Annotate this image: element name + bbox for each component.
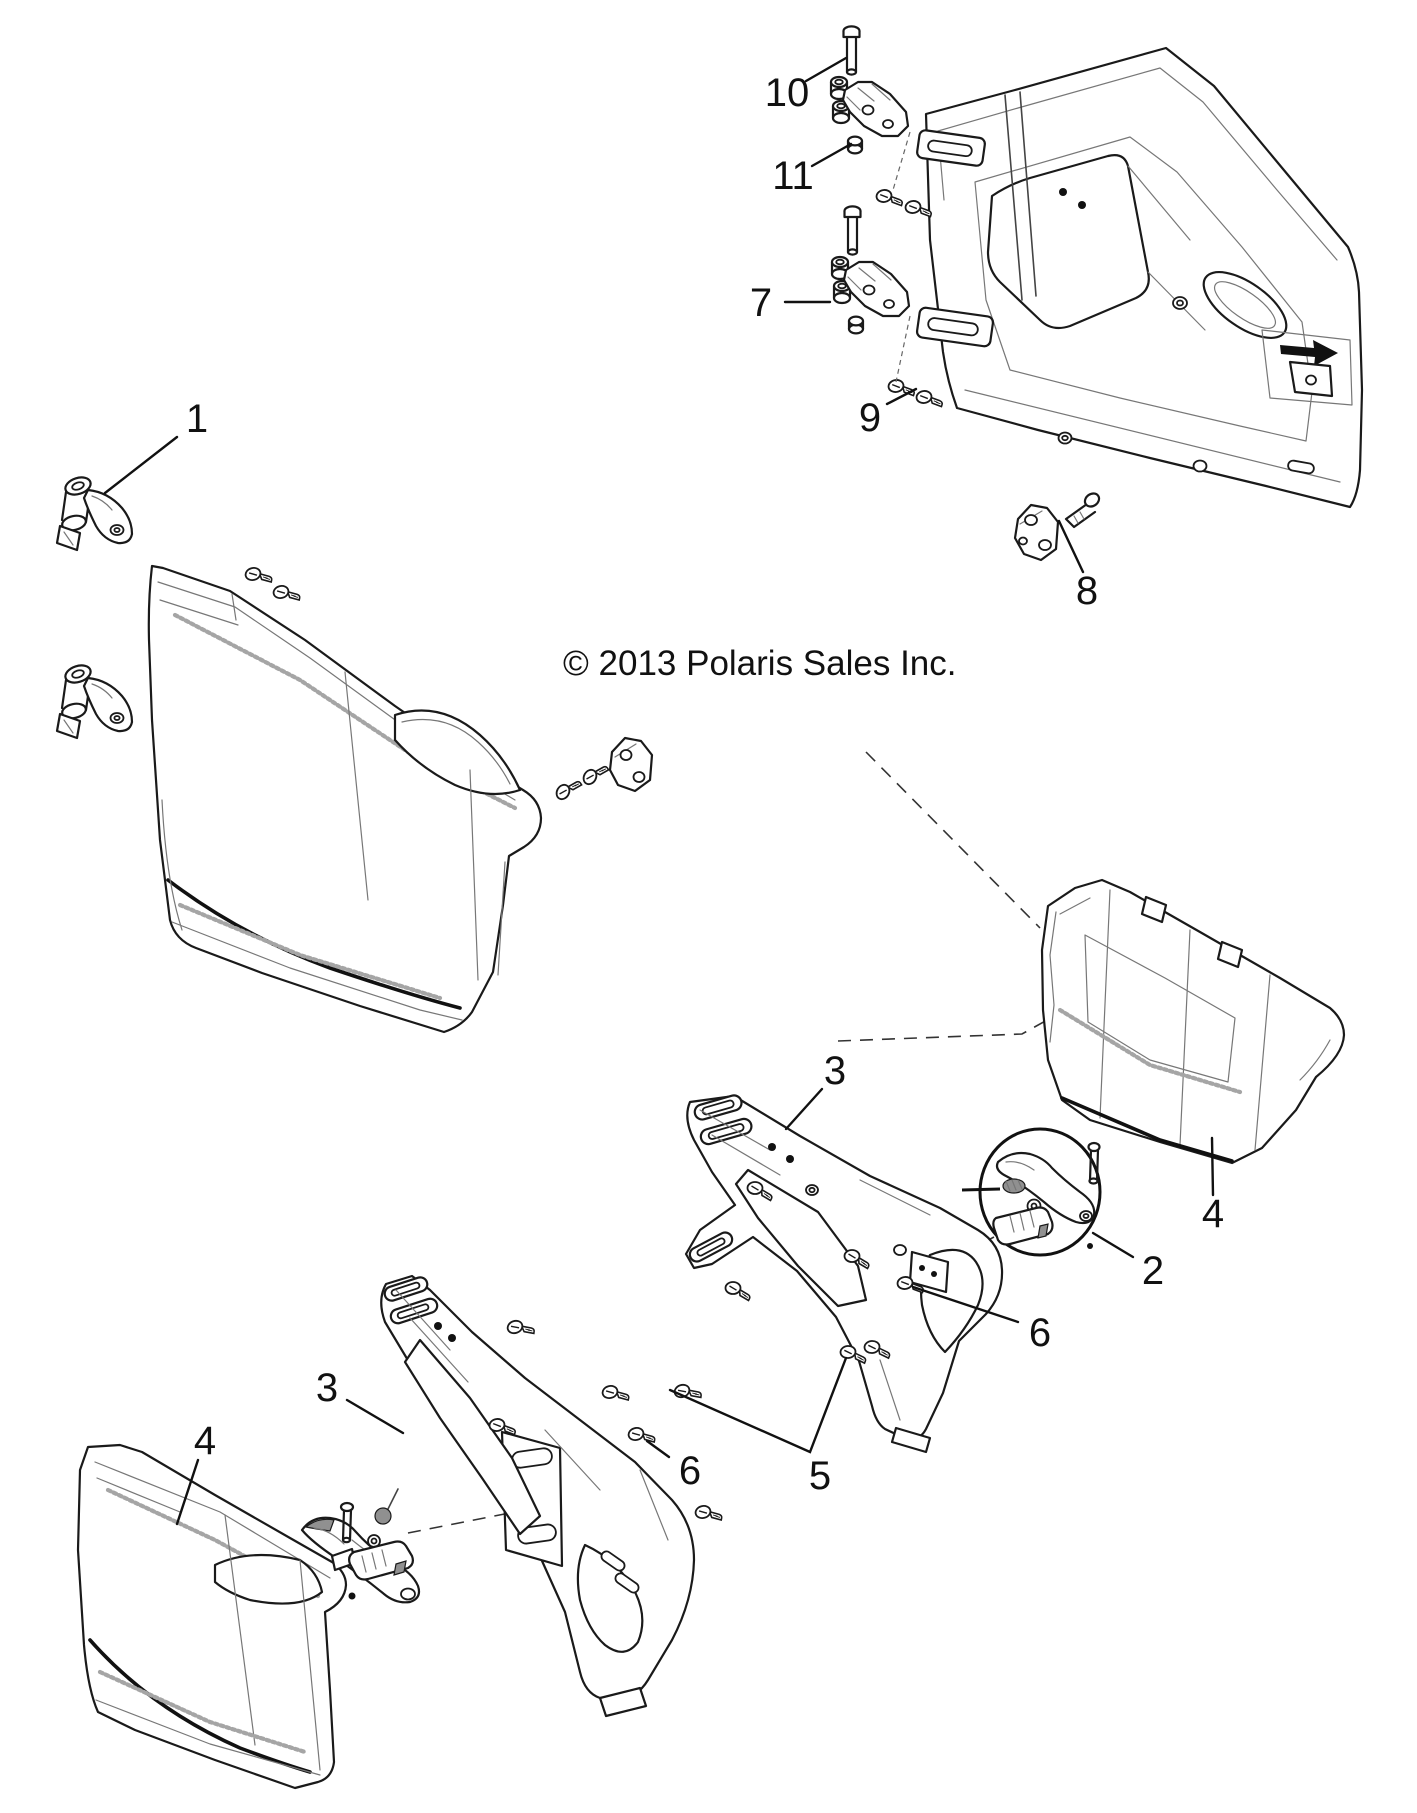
callout-4-right: 4	[1202, 1136, 1224, 1236]
svg-text:4: 4	[1202, 1192, 1224, 1236]
copyright-text: © 2013 Polaris Sales Inc.	[563, 644, 957, 683]
screw	[903, 197, 933, 222]
rear-door-inner-panel	[915, 46, 1364, 509]
callout-2: 2	[1091, 1231, 1164, 1293]
rear-door-mount-screws	[874, 131, 944, 412]
svg-text:11: 11	[772, 154, 814, 198]
callout-4-lower: 4	[175, 1419, 216, 1526]
screw	[553, 773, 584, 806]
screw	[271, 580, 302, 607]
front-striker-plate	[553, 736, 654, 806]
latch-assembly-lower	[300, 1488, 421, 1604]
door-frame-lower	[380, 1274, 696, 1718]
rear-door-outer-panel	[1040, 878, 1346, 1165]
hinge-assembly-upper	[829, 25, 910, 155]
screw	[243, 562, 274, 589]
svg-text:6: 6	[1029, 1311, 1051, 1355]
screw	[914, 387, 944, 412]
callouts: 1 10 11 7 9 8 3 4	[103, 56, 1224, 1526]
callout-8: 8	[1057, 519, 1098, 613]
callout-9: 9	[859, 387, 918, 440]
svg-text:3: 3	[316, 1366, 338, 1410]
callout-3-lower: 3	[316, 1366, 405, 1435]
svg-text:5: 5	[809, 1454, 831, 1498]
door-frame-upper	[684, 1094, 1004, 1454]
svg-text:3: 3	[824, 1049, 846, 1093]
door-hinge-front-upper	[55, 473, 134, 552]
door-hinge-front-lower	[55, 661, 134, 740]
callout-5: 5	[668, 1356, 848, 1498]
screw	[580, 758, 611, 791]
callout-6-right: 6	[911, 1285, 1051, 1355]
screw	[600, 1380, 631, 1407]
striker-bracket	[1013, 492, 1101, 562]
callout-11: 11	[772, 142, 853, 198]
svg-text:9: 9	[859, 396, 881, 440]
callout-10: 10	[765, 56, 848, 115]
front-door-screws	[243, 562, 302, 607]
svg-text:10: 10	[765, 71, 810, 115]
svg-text:6: 6	[679, 1449, 701, 1493]
screw	[505, 1314, 536, 1343]
svg-text:8: 8	[1076, 569, 1098, 613]
screw	[693, 1500, 724, 1527]
svg-text:1: 1	[186, 397, 208, 441]
front-door-outer-panel-lower	[76, 1443, 348, 1790]
callout-6-lower: 6	[645, 1439, 701, 1493]
svg-text:7: 7	[750, 281, 772, 325]
callout-7: 7	[750, 281, 832, 325]
svg-text:2: 2	[1142, 1249, 1164, 1293]
callout-1: 1	[103, 397, 208, 495]
latch-detail-circle	[961, 1127, 1102, 1257]
screw	[874, 186, 904, 211]
svg-text:4: 4	[194, 1419, 216, 1463]
callout-3-upper: 3	[784, 1049, 846, 1131]
hinge-assembly-lower	[830, 205, 911, 335]
latch-direction-arrow-icon	[1280, 340, 1338, 366]
screw	[724, 1281, 751, 1302]
front-door-outer-panel	[147, 564, 543, 1034]
